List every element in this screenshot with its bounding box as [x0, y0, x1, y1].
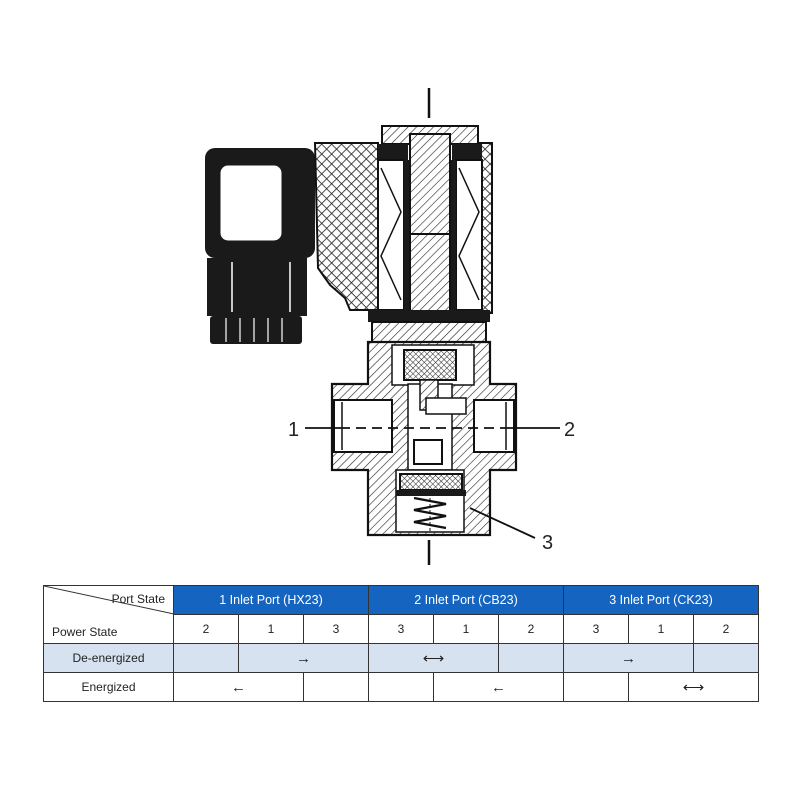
- arrow-left-icon: ←: [491, 678, 506, 696]
- empty-cell: [498, 643, 564, 673]
- empty-cell: [693, 643, 759, 673]
- coil-windings: [377, 159, 483, 315]
- flow-cell: ⟷: [368, 643, 499, 673]
- row-label-energized: Energized: [43, 672, 174, 702]
- empty-cell: [368, 672, 434, 702]
- plunger-seal: [403, 349, 467, 415]
- arrow-left-icon: ←: [231, 678, 246, 696]
- group-header-hx23: 1 Inlet Port (HX23): [173, 585, 369, 615]
- arrow-both-icon: ⟷: [682, 679, 705, 696]
- group-header-ck23: 3 Inlet Port (CK23): [563, 585, 759, 615]
- empty-cell: [563, 672, 629, 702]
- port-number-cell: 1: [433, 614, 499, 644]
- armature-tube: [409, 133, 451, 331]
- flow-cell: ⟷: [628, 672, 759, 702]
- port-number-cell: 2: [693, 614, 759, 644]
- callout-port-3: 3: [542, 532, 554, 554]
- port-number-cell: 1: [238, 614, 304, 644]
- row-label-de-energized: De-energized: [43, 643, 174, 673]
- arrow-right-icon: →: [296, 649, 311, 667]
- arrow-right-icon: →: [621, 649, 636, 667]
- port-number-cell: 3: [563, 614, 629, 644]
- empty-cell: [173, 643, 239, 673]
- empty-cell: [303, 672, 369, 702]
- flow-cell: ←: [173, 672, 304, 702]
- arrow-both-icon: ⟷: [422, 650, 445, 667]
- port-number-cell: 2: [498, 614, 564, 644]
- flow-leader-lines: [305, 427, 560, 539]
- connector-plug: [205, 148, 315, 344]
- group-header-cb23: 2 Inlet Port (CB23): [368, 585, 564, 615]
- callout-port-2: 2: [564, 419, 576, 441]
- port-number-cell: 3: [368, 614, 434, 644]
- table-corner-cell: Port State Power State: [43, 585, 174, 644]
- corner-label-port-state: Port State: [111, 592, 165, 606]
- port-number-cell: 3: [303, 614, 369, 644]
- port-number-cell: 2: [173, 614, 239, 644]
- flow-cell: →: [238, 643, 369, 673]
- return-spring: [413, 496, 447, 532]
- flow-cell: →: [563, 643, 694, 673]
- lower-valve-seat: [396, 439, 466, 496]
- port-state-table: Port State Power State 1 Inlet Port (HX2…: [43, 585, 759, 702]
- flow-cell: ←: [433, 672, 564, 702]
- solenoid-valve-cross-section: [205, 88, 560, 565]
- port-number-cell: 1: [628, 614, 694, 644]
- coil-base-plate: [368, 310, 490, 343]
- corner-diagonal: [44, 586, 174, 615]
- callout-port-1: 1: [288, 419, 300, 441]
- corner-label-power-state: Power State: [52, 625, 118, 639]
